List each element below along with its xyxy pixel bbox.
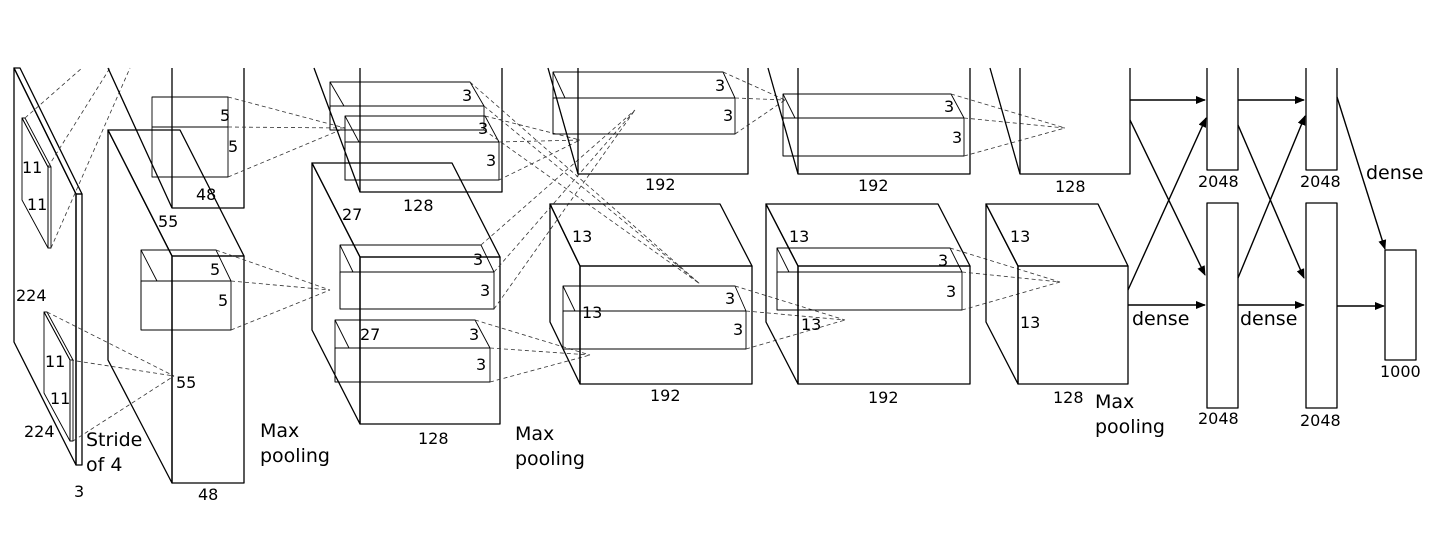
conv1-top-block bbox=[107, 67, 245, 209]
fc2-top-label: 2048 bbox=[1300, 172, 1341, 191]
conv4-kernel-4-label: 3 bbox=[946, 282, 956, 301]
conv3-depth-bottom-label: 192 bbox=[650, 386, 681, 405]
conv2-kernel-7-label: 3 bbox=[476, 355, 486, 374]
conv4-top-block bbox=[767, 67, 971, 175]
dense-layers bbox=[1206, 68, 1417, 409]
conv4-depth-top-label: 192 bbox=[858, 176, 889, 195]
conv3-kernel-2-label: 3 bbox=[723, 106, 733, 125]
conv2-kernel-1-label: 3 bbox=[462, 86, 472, 105]
conv3-dim-inner-label: 13 bbox=[582, 303, 602, 322]
conv4-kernel-3-label: 3 bbox=[938, 251, 948, 270]
conv1-kernel-c-label: 5 bbox=[210, 260, 220, 279]
conv1-kernel-b-label: 5 bbox=[228, 137, 238, 156]
dense-arrows bbox=[1127, 96, 1387, 310]
conv4-dim-label: 13 bbox=[789, 227, 809, 246]
conv1-depth-top-label: 48 bbox=[196, 185, 216, 204]
conv4-to-conv5-lines bbox=[949, 93, 1066, 311]
conv1-dim-label: 55 bbox=[158, 212, 178, 231]
conv5-bottom-block bbox=[985, 203, 1129, 385]
conv2-kernel-2-label: 3 bbox=[478, 119, 488, 138]
input-to-conv1-lines bbox=[24, 67, 175, 442]
conv3-kernel-4-label: 3 bbox=[733, 320, 743, 339]
input-kernel2-width-label: 11 bbox=[50, 389, 70, 408]
conv2-kernel-4-label: 3 bbox=[473, 250, 483, 269]
input-layer bbox=[13, 67, 83, 466]
input-kernel2-height-label: 11 bbox=[45, 352, 65, 371]
conv2-dim-inner-label: 27 bbox=[360, 325, 380, 344]
conv2-dim-label: 27 bbox=[342, 205, 362, 224]
conv5-dim-inner-label: 13 bbox=[1020, 313, 1040, 332]
conv3-kernel-3-label: 3 bbox=[725, 289, 735, 308]
fc2-bottom-label: 2048 bbox=[1300, 411, 1341, 430]
conv2-kernel-5-label: 3 bbox=[480, 281, 490, 300]
conv3-top-block bbox=[547, 67, 749, 175]
conv4-depth-bottom-label: 192 bbox=[868, 388, 899, 407]
fc1-bottom-label: 2048 bbox=[1198, 409, 1239, 428]
conv2-top-block bbox=[313, 67, 503, 193]
conv1-kernel-d-label: 5 bbox=[218, 291, 228, 310]
conv1-dim-mid-label: 55 bbox=[176, 373, 196, 392]
conv2-depth-bottom-label: 128 bbox=[418, 429, 449, 448]
fc1-top-label: 2048 bbox=[1198, 172, 1239, 191]
conv3-bottom-block bbox=[549, 203, 753, 385]
conv5-dim-label: 13 bbox=[1010, 227, 1030, 246]
conv2-kernel-6-label: 3 bbox=[469, 325, 479, 344]
dense-label-3: dense bbox=[1366, 162, 1423, 184]
conv2-depth-top-label: 128 bbox=[403, 196, 434, 215]
conv3-kernel-1-label: 3 bbox=[715, 76, 725, 95]
input-channels-label: 3 bbox=[74, 482, 84, 501]
conv3-to-conv4-lines bbox=[722, 71, 846, 350]
input-kernel-width-label: 11 bbox=[27, 195, 47, 214]
conv1-kernel-a-label: 5 bbox=[220, 106, 230, 125]
conv3-depth-top-label: 192 bbox=[645, 175, 676, 194]
conv5-depth-top-label: 128 bbox=[1055, 177, 1086, 196]
input-size-bottom-label: 224 bbox=[24, 422, 55, 441]
conv3-dim-label: 13 bbox=[572, 227, 592, 246]
input-kernel-height-label: 11 bbox=[22, 158, 42, 177]
conv1-to-conv2-lines bbox=[215, 96, 346, 331]
input-size-label: 224 bbox=[16, 286, 47, 305]
conv4-kernel-1-label: 3 bbox=[944, 97, 954, 116]
conv5-top-block bbox=[989, 67, 1131, 175]
conv4-dim-mid-label: 13 bbox=[801, 315, 821, 334]
conv5-depth-bottom-label: 128 bbox=[1053, 388, 1084, 407]
input-kernel-top bbox=[21, 117, 52, 249]
dense-label-2: dense bbox=[1240, 308, 1297, 330]
conv2-kernel-3-label: 3 bbox=[486, 151, 496, 170]
conv2-to-conv3-lines bbox=[469, 81, 701, 383]
dense-label-1: dense bbox=[1132, 308, 1189, 330]
conv4-kernel-2-label: 3 bbox=[952, 128, 962, 147]
output-label: 1000 bbox=[1380, 362, 1421, 381]
conv1-depth-bottom-label: 48 bbox=[198, 485, 218, 504]
